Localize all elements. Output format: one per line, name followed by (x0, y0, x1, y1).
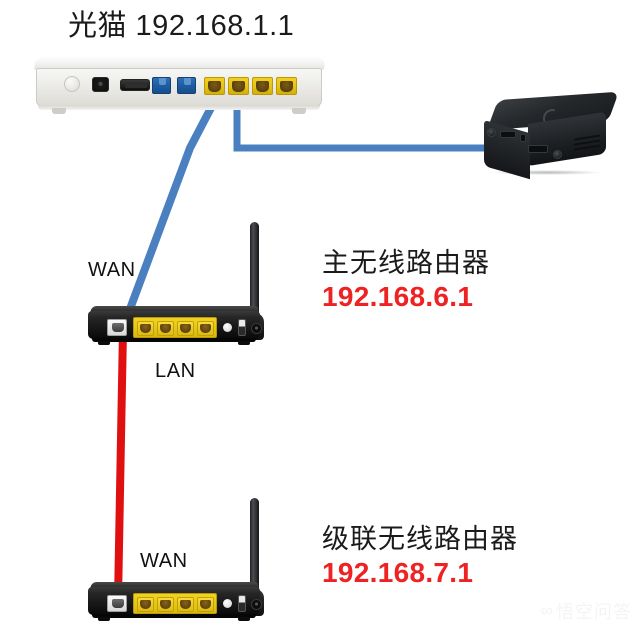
watermark-text: 悟空问答 (556, 602, 632, 622)
device-main-wireless-router[interactable] (88, 222, 278, 345)
modem-base-shadow (38, 105, 320, 110)
main-router-ip: 192.168.6.1 (322, 280, 474, 312)
cascade-router-foot-right (238, 617, 250, 621)
modem-lan-port-2[interactable] (228, 77, 249, 95)
main-router-wan-port[interactable] (107, 319, 127, 336)
main-router-base (92, 338, 256, 342)
cascade-router-name: 级联无线路由器 (322, 524, 518, 554)
main-router-foot-left (98, 341, 110, 345)
cascade-router-base (92, 614, 256, 618)
device-cascade-wireless-router[interactable] (88, 498, 278, 621)
main-router-antenna[interactable] (250, 222, 259, 317)
watermark-logo-icon: ∞ (540, 601, 553, 620)
set-top-box-av-jack[interactable] (487, 128, 496, 137)
cascade-router-ip: 192.168.7.1 (322, 556, 474, 588)
page-title: 光猫 192.168.1.1 (68, 10, 295, 42)
cascade-router-lan-port-3[interactable] (177, 597, 194, 612)
cascade-router-foot-left (98, 617, 110, 621)
cable-main-router-to-cascade-router (113, 325, 128, 605)
main-router-lan-port-1[interactable] (137, 321, 154, 336)
modem-lan-port-3[interactable] (252, 77, 273, 95)
modem-lan-port-4[interactable] (276, 77, 297, 95)
cascade-router-caption: 级联无线路由器 192.168.7.1 (322, 524, 518, 589)
cascade-router-antenna[interactable] (250, 498, 259, 593)
cascade-router-lan-port-1[interactable] (137, 597, 154, 612)
main-router-lan-port-group (133, 317, 217, 338)
cascade-router-lan-port-4[interactable] (197, 597, 214, 612)
main-router-caption: 主无线路由器 192.168.6.1 (322, 248, 490, 313)
modem-foot-left (52, 108, 66, 114)
set-top-box-shadow (491, 170, 601, 175)
set-top-box-power-jack[interactable] (553, 150, 562, 159)
main-router-lan-port-2[interactable] (157, 321, 174, 336)
cable-modem-to-settopbox (233, 100, 533, 152)
modem-round-button[interactable] (64, 76, 80, 92)
main-router-lan-port-3[interactable] (177, 321, 194, 336)
main-router-foot-right (238, 341, 250, 345)
cascade-router-power-jack[interactable] (251, 599, 262, 610)
set-top-box-usb-port[interactable] (528, 145, 548, 153)
main-router-wan-label: WAN (88, 259, 136, 281)
device-optical-modem[interactable] (34, 56, 326, 114)
set-top-box-ethernet-port[interactable] (520, 134, 526, 142)
cascade-router-wan-label: WAN (140, 550, 188, 572)
set-top-box-hdmi-port[interactable] (500, 131, 516, 138)
cascade-router-power-switch[interactable] (238, 595, 246, 612)
main-router-lan-label: LAN (155, 360, 196, 382)
modem-blue-port-2[interactable] (177, 77, 196, 94)
main-router-power-jack[interactable] (251, 323, 262, 334)
device-set-top-box[interactable] (481, 91, 619, 180)
main-router-reset-button[interactable] (223, 323, 232, 332)
vent-slot-3 (574, 144, 600, 151)
cascade-router-reset-button[interactable] (223, 599, 232, 608)
modem-blue-port-1[interactable] (152, 77, 171, 94)
cascade-router-wan-port[interactable] (107, 595, 127, 612)
modem-power-jack[interactable] (92, 77, 109, 92)
modem-serial-port[interactable] (120, 79, 150, 91)
modem-lan-port-1[interactable] (204, 77, 225, 95)
cable-modem-to-main-router (118, 98, 219, 331)
cascade-router-lan-port-group (133, 593, 217, 614)
main-router-name: 主无线路由器 (322, 248, 490, 278)
watermark: ∞ 悟空问答 (541, 598, 632, 624)
main-router-lan-port-4[interactable] (197, 321, 214, 336)
cascade-router-lan-port-2[interactable] (157, 597, 174, 612)
main-router-power-switch[interactable] (238, 319, 246, 336)
modem-foot-right (292, 108, 306, 114)
